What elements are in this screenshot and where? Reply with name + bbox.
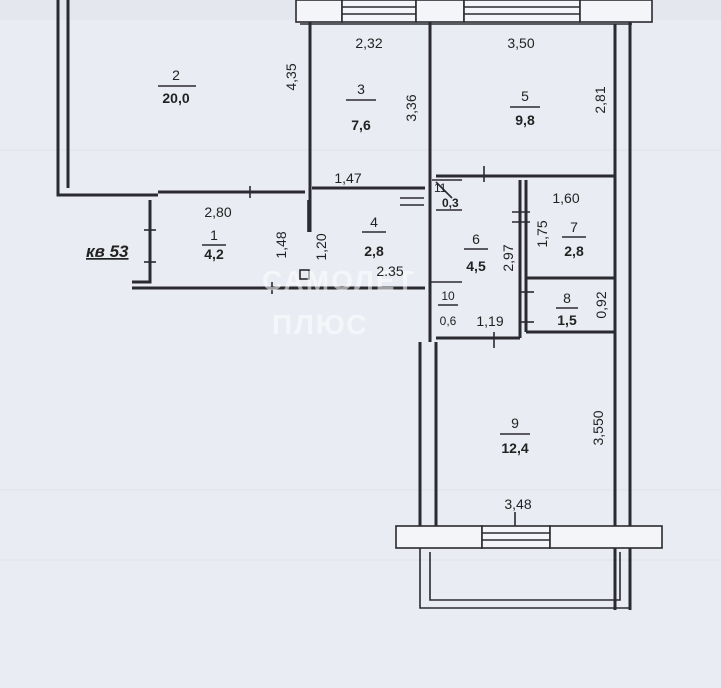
dim-r8-depth: 0,92 bbox=[593, 291, 609, 318]
room-area: 0,3 bbox=[442, 196, 459, 210]
window-pier bbox=[415, 0, 465, 23]
balcony-inner bbox=[429, 552, 621, 601]
room-number: 8 bbox=[563, 290, 571, 306]
dim-r3-width: 2,32 bbox=[355, 35, 382, 51]
dim-r9-width: 3,48 bbox=[504, 496, 531, 512]
room-area: 20,0 bbox=[162, 90, 189, 106]
dim-r9-depth: 3,550 bbox=[590, 410, 606, 445]
dim-r7-depth: 1,75 bbox=[534, 220, 550, 247]
dim-r2-depth: 4,35 bbox=[283, 63, 299, 90]
dim-r1-width: 2,80 bbox=[204, 204, 231, 220]
room-number: 7 bbox=[570, 219, 578, 235]
room-area: 4,2 bbox=[204, 246, 224, 262]
riser-symbol bbox=[299, 269, 310, 280]
room-number: 1 bbox=[210, 227, 218, 243]
watermark-line1: САМОЛЕТ bbox=[262, 265, 416, 296]
watermark-line2: ПЛЮС bbox=[272, 309, 369, 340]
room-area: 12,4 bbox=[501, 440, 528, 456]
dim-r1-depth: 1,48 bbox=[273, 231, 289, 258]
room-area: 9,8 bbox=[515, 112, 535, 128]
room-number: 4 bbox=[370, 214, 378, 230]
dimension-labels: 2,32 3,50 4,35 3,36 2,81 1,47 2,80 1,48 … bbox=[204, 35, 609, 526]
room-number: 9 bbox=[511, 415, 519, 431]
room-number: 11 bbox=[434, 181, 447, 195]
dim-r5-depth: 2,81 bbox=[592, 86, 608, 113]
dim-corridor-len: 2.35 bbox=[376, 263, 403, 279]
window-r9-right-pier bbox=[549, 525, 663, 549]
apartment-label: кв 53 bbox=[86, 242, 129, 261]
r11-diagonal bbox=[435, 181, 453, 199]
balcony-outline bbox=[419, 548, 631, 609]
room-area: 4,5 bbox=[466, 258, 486, 274]
room-number: 6 bbox=[472, 231, 480, 247]
dim-r3-depth: 3,36 bbox=[403, 94, 419, 121]
dim-r7-width: 1,60 bbox=[552, 190, 579, 206]
wall-room2-left bbox=[56, 0, 158, 197]
dim-r4-depth: 1,20 bbox=[313, 233, 329, 260]
dim-corridor-top: 1,47 bbox=[334, 170, 361, 186]
window-r9-left-pier bbox=[395, 525, 483, 549]
window-r5 bbox=[463, 0, 581, 23]
windows bbox=[295, 0, 663, 549]
dim-r10-width: 1,19 bbox=[476, 313, 503, 329]
room-number: 2 bbox=[172, 67, 180, 83]
walls bbox=[56, 0, 632, 610]
room-area: 2,8 bbox=[364, 243, 384, 259]
dim-r6-depth: 2,97 bbox=[500, 244, 516, 271]
room-number: 10 bbox=[441, 289, 455, 303]
room-number: 5 bbox=[521, 88, 529, 104]
room-area: 2,8 bbox=[564, 243, 584, 259]
room-labels: 2 20,0 3 7,6 5 9,8 1 4,2 4 2,8 11 0,3 6 … bbox=[158, 67, 586, 456]
wall-r1-left bbox=[132, 200, 152, 284]
window-right-pier bbox=[579, 0, 653, 23]
window-r3-left-pier bbox=[295, 0, 343, 23]
window-r3 bbox=[341, 0, 417, 23]
room-area: 7,6 bbox=[351, 117, 371, 133]
room-number: 3 bbox=[357, 81, 365, 97]
window-r9 bbox=[481, 525, 551, 549]
room-area: 1,5 bbox=[557, 312, 577, 328]
dim-r5-width: 3,50 bbox=[507, 35, 534, 51]
room-area: 0,6 bbox=[440, 314, 457, 328]
